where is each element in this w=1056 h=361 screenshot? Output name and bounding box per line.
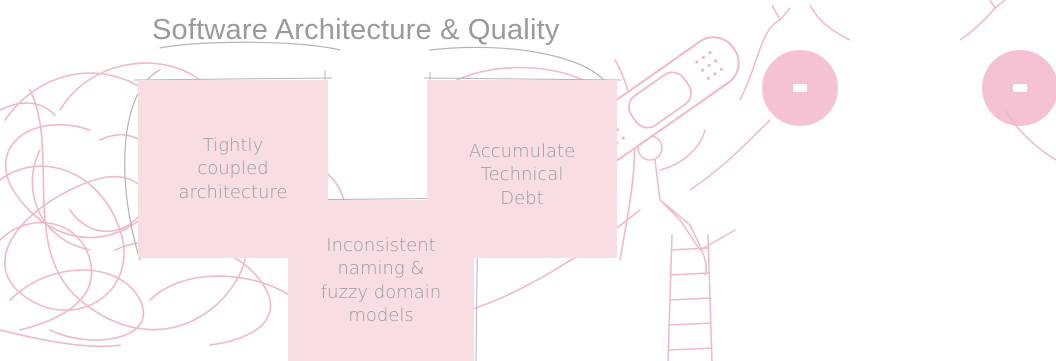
balloon-icon: [689, 4, 851, 191]
sticky-line: Technical: [480, 164, 564, 186]
sticky-line: Inconsistent: [326, 235, 436, 256]
sticky-line: Debt: [500, 187, 544, 209]
sticky-line: models: [348, 305, 414, 327]
sticky-line: Accumulate: [468, 141, 576, 162]
sticky-line: coupled: [197, 158, 269, 180]
bandage-icon: [580, 36, 740, 164]
sticky-note-inconsistent-naming: Inconsistent naming & fuzzy domain model…: [288, 200, 474, 361]
stick-figure-icon: [637, 129, 736, 276]
sticky-line: naming &: [337, 258, 425, 280]
balloon-label-right: [1013, 84, 1027, 92]
ladder-icon: [667, 234, 713, 361]
sticky-line: fuzzy domain: [320, 281, 442, 303]
sticky-line: Tightly: [202, 134, 264, 156]
diagram-title: Software Architecture & Quality: [152, 14, 560, 46]
sticky-line: architecture: [178, 181, 288, 203]
balloon-label-left: [793, 84, 807, 92]
balloon-icon: [959, 0, 1056, 161]
